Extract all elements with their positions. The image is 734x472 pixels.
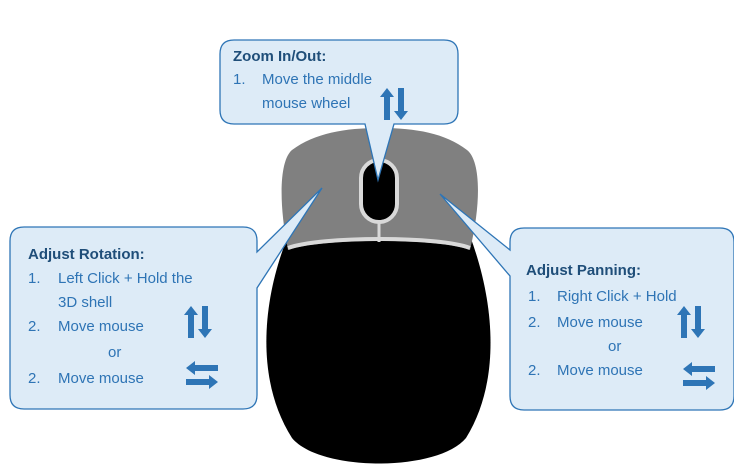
zoom-step-line2: mouse wheel — [262, 95, 351, 112]
panning-step3-text: Move mouse — [557, 362, 643, 379]
zoom-callout-bubble — [219, 39, 459, 183]
panning-title: Adjust Panning: — [526, 262, 641, 279]
rotation-step2-number: 2. — [28, 318, 41, 335]
zoom-step-number: 1. — [233, 71, 246, 88]
rotation-title: Adjust Rotation: — [28, 246, 145, 263]
rotation-step1-number: 1. — [28, 270, 41, 287]
rotation-step1-line1: Left Click + Hold the — [58, 270, 193, 287]
panning-callout-bubble — [439, 193, 734, 411]
panning-or-label: or — [608, 338, 622, 355]
rotation-step3-number: 2. — [28, 370, 41, 387]
rotation-or-label: or — [108, 344, 122, 361]
up-down-arrows-icon — [184, 306, 212, 338]
mouse-body — [266, 236, 491, 464]
up-down-arrows-icon — [380, 88, 408, 120]
zoom-step-line1: Move the middle — [262, 71, 373, 88]
rotation-step3-text: Move mouse — [58, 370, 144, 387]
panning-step2-number: 2. — [528, 314, 541, 331]
rotation-callout-bubble — [9, 187, 323, 410]
zoom-title: Zoom In/Out: — [233, 48, 327, 65]
up-down-arrows-icon — [677, 306, 705, 338]
panning-step2-text: Move mouse — [557, 314, 643, 331]
rotation-step1-line2: 3D shell — [58, 294, 113, 311]
left-right-arrows-icon — [683, 362, 715, 390]
left-right-arrows-icon — [186, 361, 218, 389]
rotation-step2-text: Move mouse — [58, 318, 144, 335]
panning-step1-text: Right Click + Hold — [557, 288, 677, 305]
panning-step3-number: 2. — [528, 362, 541, 379]
panning-step1-number: 1. — [528, 288, 541, 305]
